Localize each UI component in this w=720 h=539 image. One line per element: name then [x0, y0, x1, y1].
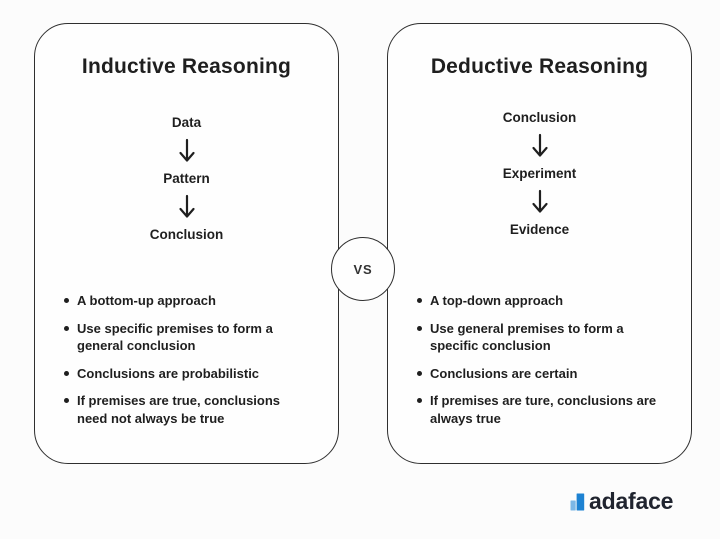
flow-step-experiment: Experiment: [502, 166, 577, 181]
bullet-dot: [417, 298, 422, 303]
list-item: If premises are ture, conclusions are al…: [417, 392, 673, 427]
flow-step-conclusion: Conclusion: [502, 110, 577, 125]
bullet-dot: [64, 370, 69, 376]
deductive-card-title: Deductive Reasoning: [430, 55, 649, 78]
vs-label: VS: [353, 261, 373, 277]
down-arrow-icon: [531, 133, 548, 157]
flow-step-pattern: Pattern: [163, 171, 210, 186]
deductive-flow: Conclusion Experiment Evidence: [388, 109, 691, 239]
list-item: Use general premises to form a specific …: [417, 320, 673, 355]
flow-step-data: Data: [171, 115, 202, 130]
bullet-dot: [417, 370, 422, 376]
bullet-dot: [417, 325, 422, 331]
down-arrow-icon: [178, 194, 195, 218]
list-item: A bottom-up approach: [64, 292, 320, 310]
list-item: Conclusions are certain: [417, 365, 673, 383]
down-arrow-icon: [531, 189, 548, 213]
bullet-dot: [417, 398, 422, 403]
down-arrow-icon: [178, 138, 195, 162]
deductive-reasoning-card: Deductive Reasoning Conclusion Experimen…: [387, 23, 692, 464]
flow-step-conclusion: Conclusion: [149, 227, 224, 242]
list-item: Conclusions are probabilistic: [64, 365, 320, 383]
inductive-reasoning-card: Inductive Reasoning Data Pattern Conclus…: [34, 23, 339, 464]
list-item: Use specific premises to form a general …: [64, 320, 320, 355]
vs-badge: VS: [331, 237, 395, 301]
inductive-bullet-list: A bottom-up approach Use specific premis…: [64, 292, 320, 437]
list-item: A top-down approach: [417, 292, 673, 310]
bullet-dot: [64, 298, 69, 303]
deductive-bullet-list: A top-down approach Use general premises…: [417, 292, 673, 437]
inductive-card-title: Inductive Reasoning: [81, 55, 292, 78]
list-item: If premises are true, conclusions need n…: [64, 392, 320, 427]
inductive-flow: Data Pattern Conclusion: [35, 114, 338, 244]
brand-logo: adaface: [570, 488, 673, 515]
flow-step-evidence: Evidence: [509, 222, 570, 237]
bullet-dot: [64, 398, 69, 403]
brand-name: adaface: [589, 488, 674, 514]
bar-chart-logo-icon: [570, 493, 585, 510]
bullet-dot: [64, 325, 69, 331]
